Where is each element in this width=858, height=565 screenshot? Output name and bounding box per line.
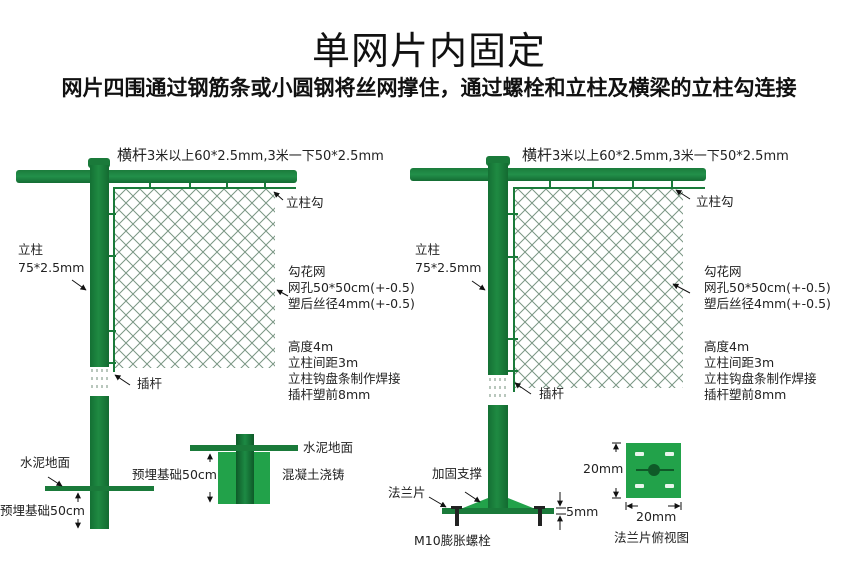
right-mesh-spec-type: 勾花网 — [704, 264, 742, 279]
page-subtitle: 网片四围通过钢筋条或小圆钢将丝网撑住，通过螺栓和立柱及横梁的立柱勾连接 — [61, 76, 797, 100]
flange-height-label: 20mm — [583, 461, 624, 476]
detail-embed-label: 预埋基础50cm — [132, 467, 217, 482]
left-insert-rod-label: 插杆 — [137, 376, 163, 391]
left-post-specs: 高度4m 立柱间距3m 立柱钩盘条制作焊接 插杆塑前8mm — [288, 339, 401, 403]
right-spec-hook: 立柱钩盘条制作焊接 — [704, 371, 817, 386]
left-embed-label: 预埋基础50cm — [0, 503, 85, 518]
left-spec-hook: 立柱钩盘条制作焊接 — [288, 371, 401, 386]
right-post — [488, 163, 508, 375]
right-hook-label: 立柱勾 — [696, 194, 734, 209]
detail-concrete-label: 混凝土浇铸 — [282, 467, 345, 482]
left-post-spec: 75*2.5mm — [18, 260, 85, 275]
flange-label: 法兰片 — [388, 485, 426, 500]
right-mesh-spec-hole: 网孔50*50cm(+-0.5) — [704, 280, 831, 295]
flange-top-view-caption: 法兰片俯视图 — [614, 530, 690, 545]
left-crossbar-label-prefix: 横杆 — [117, 146, 148, 164]
left-hook-label: 立柱勾 — [286, 195, 324, 210]
bolt-label: M10膨胀螺栓 — [414, 533, 491, 548]
right-crossbar-label-spec: 3米以上60*2.5mm,3米一下50*2.5mm — [552, 149, 789, 164]
right-post-label: 立柱 — [415, 242, 441, 257]
flange-plate — [442, 508, 554, 514]
left-mesh-spec-type: 勾花网 — [288, 264, 326, 279]
left-crossbar-label-spec: 3米以上60*2.5mm,3米一下50*2.5mm — [147, 149, 384, 164]
left-concrete-detail — [190, 434, 298, 504]
left-ground-label: 水泥地面 — [20, 455, 71, 470]
right-chain-link-mesh — [515, 188, 683, 388]
flange-width-label: 20mm — [636, 509, 677, 524]
left-post-label: 立柱 — [18, 242, 44, 257]
right-crossbar-label-prefix: 横杆 — [522, 146, 553, 164]
right-insert-rod-label: 插杆 — [539, 386, 565, 401]
right-crossbar — [410, 168, 706, 181]
page-title: 单网片内固定 — [311, 29, 546, 73]
left-spec-height: 高度4m — [288, 339, 334, 354]
flange-top-view — [612, 442, 682, 510]
right-crossbar-label: 横杆3米以上60*2.5mm,3米一下50*2.5mm — [522, 144, 789, 165]
left-post — [90, 165, 109, 367]
thickness-label: 5mm — [566, 504, 599, 519]
right-spec-rod: 插杆塑前8mm — [704, 387, 787, 402]
left-crossbar-label: 横杆3米以上60*2.5mm,3米一下50*2.5mm — [117, 144, 384, 165]
left-ground-line — [45, 486, 154, 491]
left-spec-spacing: 立柱间距3m — [288, 355, 359, 370]
right-post-specs: 高度4m 立柱间距3m 立柱钩盘条制作焊接 插杆塑前8mm — [704, 339, 817, 403]
left-mesh-specs: 勾花网 网孔50*50cm(+-0.5) 塑后丝径4mm(+-0.5) — [288, 264, 415, 312]
right-spec-height: 高度4m — [704, 339, 750, 354]
right-mesh-specs: 勾花网 网孔50*50cm(+-0.5) 塑后丝径4mm(+-0.5) — [704, 264, 831, 312]
left-mesh-spec-hole: 网孔50*50cm(+-0.5) — [288, 280, 415, 295]
detail-ground-label: 水泥地面 — [303, 440, 354, 455]
right-post-spec: 75*2.5mm — [415, 260, 482, 275]
left-crossbar — [16, 170, 297, 183]
left-fence — [16, 158, 298, 529]
reinforce-label: 加固支撑 — [432, 466, 483, 481]
right-spec-spacing: 立柱间距3m — [704, 355, 775, 370]
left-mesh-spec-wire: 塑后丝径4mm(+-0.5) — [288, 296, 415, 311]
left-spec-rod: 插杆塑前8mm — [288, 387, 371, 402]
right-fence — [410, 156, 706, 530]
left-chain-link-mesh — [115, 188, 275, 368]
right-mesh-spec-wire: 塑后丝径4mm(+-0.5) — [704, 296, 831, 311]
